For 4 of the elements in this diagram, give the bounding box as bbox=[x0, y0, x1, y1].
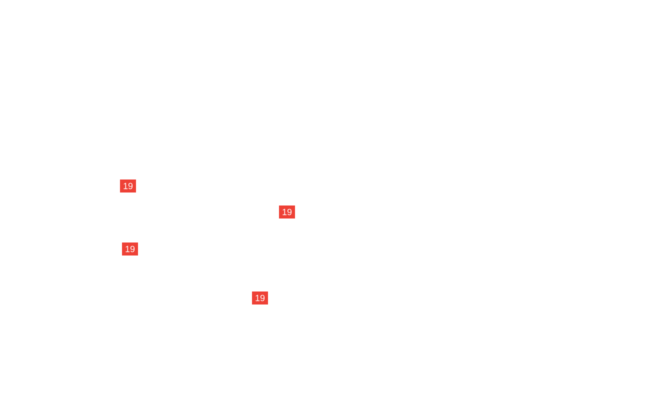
callout-number: 19 bbox=[120, 180, 136, 192]
callout-number: 19 bbox=[122, 242, 138, 256]
callout-number: 19 bbox=[252, 292, 268, 304]
callout-number: 19 bbox=[279, 206, 295, 218]
